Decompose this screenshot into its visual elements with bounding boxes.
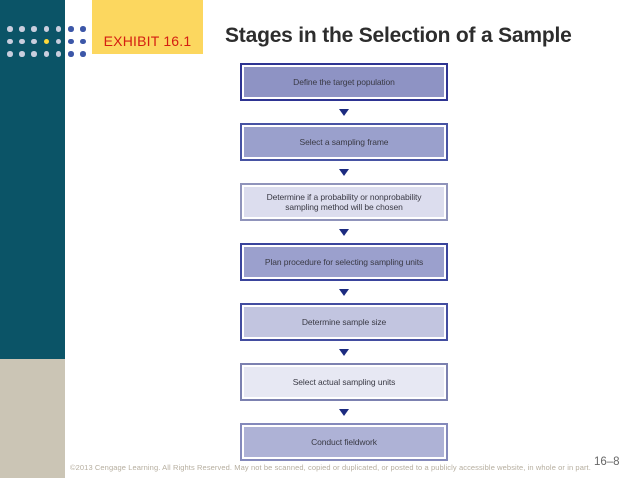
- flow-arrow: [240, 281, 448, 303]
- flow-stage-label: Define the target population: [293, 76, 395, 87]
- dot-decoration: [19, 51, 25, 57]
- flow-arrow: [240, 341, 448, 363]
- arrow-down-icon: [339, 108, 349, 116]
- dot-decoration: [43, 26, 50, 32]
- flow-stage-box: Plan procedure for selecting sampling un…: [240, 243, 448, 281]
- exhibit-label: EXHIBIT 16.1: [103, 33, 192, 49]
- dot-decoration: [68, 51, 74, 57]
- flow-stage-label: Select a sampling frame: [299, 136, 389, 147]
- flow-stage-fill: Select a sampling frame: [244, 127, 444, 157]
- arrow-down-icon: [339, 288, 349, 296]
- flow-stage-fill: Select actual sampling units: [244, 367, 444, 397]
- flow-stage-fill: Determine sample size: [244, 307, 444, 337]
- flow-stage-label: Determine if a probability or nonprobabi…: [266, 191, 422, 212]
- flow-stage-box: Determine if a probability or nonprobabi…: [240, 183, 448, 221]
- dot-decoration: [55, 26, 62, 32]
- flow-stage-fill: Define the target population: [244, 67, 444, 97]
- flow-stage-box: Select a sampling frame: [240, 123, 448, 161]
- flow-arrow: [240, 101, 448, 123]
- flow-stage-label: Determine sample size: [301, 316, 387, 327]
- dot-decoration: [43, 51, 50, 57]
- dot-decoration: [68, 26, 74, 32]
- dot-decoration: [55, 51, 62, 57]
- arrow-down-icon: [339, 168, 349, 176]
- flow-stage-box: Define the target population: [240, 63, 448, 101]
- flow-stage-label: Plan procedure for selecting sampling un…: [264, 256, 424, 267]
- flow-arrow: [240, 401, 448, 423]
- dot-decoration: [7, 26, 13, 32]
- copyright-text: ©2013 Cengage Learning. All Rights Reser…: [70, 463, 591, 472]
- dot-decoration: [19, 26, 25, 32]
- arrow-down-icon: [339, 228, 349, 236]
- flow-stage-fill: Determine if a probability or nonprobabi…: [244, 187, 444, 217]
- flow-stage-box: Determine sample size: [240, 303, 448, 341]
- page-title: Stages in the Selection of a Sample: [225, 24, 572, 47]
- flow-arrow: [240, 161, 448, 183]
- flow-stage-fill: Conduct fieldwork: [244, 427, 444, 457]
- dot-decoration: [55, 38, 62, 44]
- beige-sidebar: [0, 359, 65, 478]
- flowchart: Define the target population Select a sa…: [240, 63, 448, 461]
- dots-decoration: [7, 26, 92, 60]
- flow-stage-fill: Plan procedure for selecting sampling un…: [244, 247, 444, 277]
- flow-stage-box: Conduct fieldwork: [240, 423, 448, 461]
- dot-decoration: [80, 38, 86, 44]
- dot-decoration: [80, 26, 86, 32]
- exhibit-tag: EXHIBIT 16.1: [92, 0, 203, 54]
- dot-decoration: [68, 38, 74, 44]
- dot-decoration: [7, 51, 13, 57]
- teal-sidebar: [0, 0, 65, 359]
- flow-arrow: [240, 221, 448, 243]
- dot-decoration: [43, 38, 50, 44]
- dot-decoration: [31, 26, 37, 32]
- page-number: 16–8: [594, 456, 620, 468]
- dot-decoration: [19, 38, 25, 44]
- dot-decoration: [31, 38, 37, 44]
- flow-stage-label: Conduct fieldwork: [311, 436, 377, 447]
- dot-decoration: [31, 51, 37, 57]
- arrow-down-icon: [339, 408, 349, 416]
- flow-stage-box: Select actual sampling units: [240, 363, 448, 401]
- dot-decoration: [80, 51, 86, 57]
- arrow-down-icon: [339, 348, 349, 356]
- dot-decoration: [7, 38, 13, 44]
- flow-stage-label: Select actual sampling units: [292, 376, 396, 387]
